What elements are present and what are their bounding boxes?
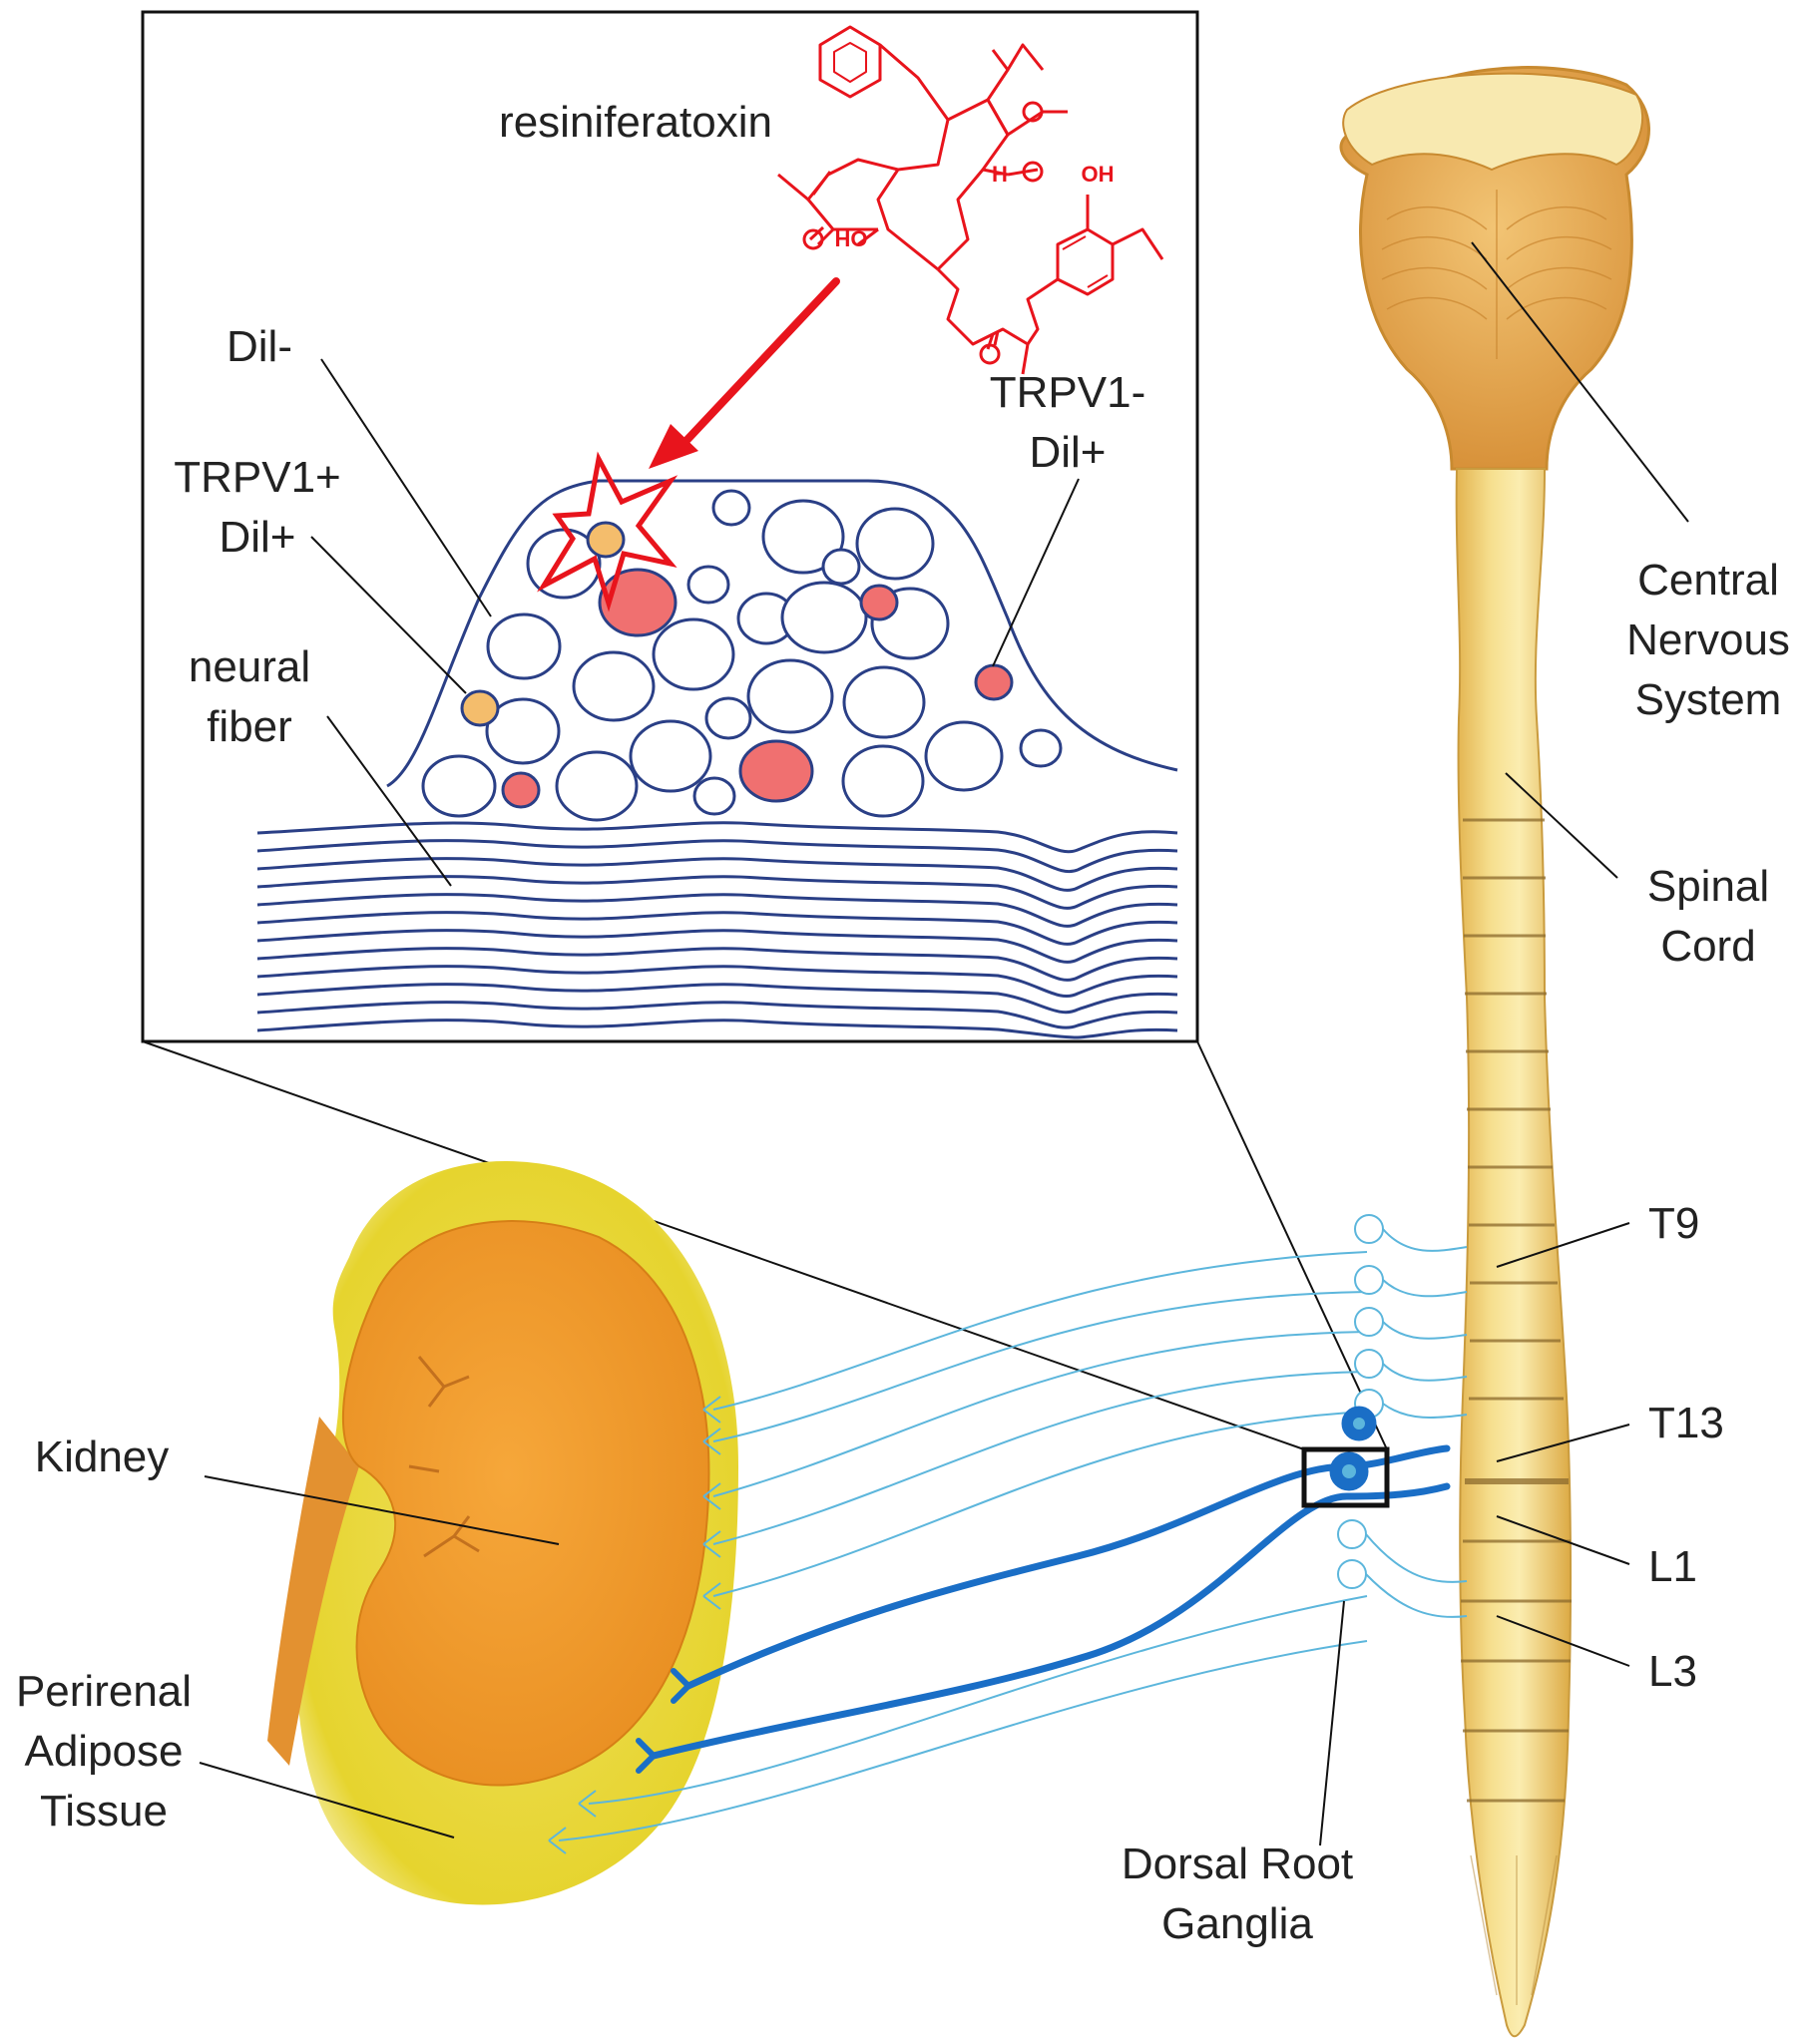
anatomy-leaders [199, 241, 1689, 1846]
drug-arrow [649, 277, 840, 469]
drg-zoom-box [1301, 1446, 1390, 1508]
brain [1339, 66, 1650, 471]
trpv1-positive-label-2: Dil+ [219, 513, 295, 562]
trpv1-negative-label-2: Dil+ [1029, 428, 1106, 477]
neural-fiber-label-2: fiber [207, 702, 292, 751]
level-label-l3: L3 [1648, 1647, 1697, 1696]
neuron-cells [421, 489, 1063, 822]
resiniferatoxin-structure: OH HO H [777, 25, 1164, 375]
inset-panel: OH HO H resiniferatoxin [141, 10, 1199, 1043]
dil-positive-cell [501, 771, 541, 809]
cns-label-1: Central [1637, 556, 1779, 605]
resiniferatoxin-label: resiniferatoxin [499, 98, 772, 147]
drg-label-1: Dorsal Root [1122, 1840, 1353, 1888]
kidney [342, 1220, 710, 1787]
adipose-label-2: Adipose [24, 1727, 183, 1776]
dil-positive-cell [738, 739, 814, 803]
inset-frame [141, 10, 1199, 1043]
central-nervous-system [1339, 66, 1650, 2038]
trpv1-positive-cell [460, 689, 500, 727]
cns-label-3: System [1635, 675, 1782, 724]
h-bridge-label: H [992, 162, 1008, 187]
sensory-nerves-light [548, 1214, 1468, 1854]
neural-fiber-label-1: neural [189, 642, 310, 691]
trpv1-positive-cell [586, 521, 626, 559]
inset-leaders [310, 358, 1080, 887]
dil-positive-cell [598, 568, 678, 637]
spinal-cord [1455, 468, 1573, 2038]
sensory-nerves-dark [636, 1406, 1451, 1774]
cns-label-2: Nervous [1626, 615, 1790, 664]
oh-left-label: HO [835, 226, 868, 251]
ureter [267, 1417, 359, 1766]
level-label-t9: T9 [1648, 1199, 1699, 1248]
trpv1-negative-label-1: TRPV1- [990, 368, 1145, 417]
spinal-cord-label-2: Cord [1660, 922, 1755, 971]
oh-top-label: OH [1082, 162, 1115, 187]
dil-positive-cell [974, 663, 1014, 701]
adipose-label-3: Tissue [40, 1787, 168, 1836]
spinal-cord-label-1: Spinal [1647, 862, 1769, 911]
neural-fibers [256, 821, 1178, 1039]
adipose-label-1: Perirenal [16, 1667, 192, 1716]
level-label-l1: L1 [1648, 1542, 1697, 1591]
level-label-t13: T13 [1648, 1399, 1724, 1447]
kidney-label: Kidney [35, 1432, 170, 1481]
zoom-lines [142, 1040, 1388, 1450]
dil-negative-label: Dil- [226, 322, 292, 371]
kidney-group [267, 1161, 738, 1905]
drg-label-2: Ganglia [1161, 1899, 1313, 1948]
drug-burst-icon [537, 451, 679, 613]
trpv1-positive-label-1: TRPV1+ [174, 453, 341, 502]
dil-positive-cell [859, 584, 899, 621]
ganglion-outline [386, 479, 1178, 788]
